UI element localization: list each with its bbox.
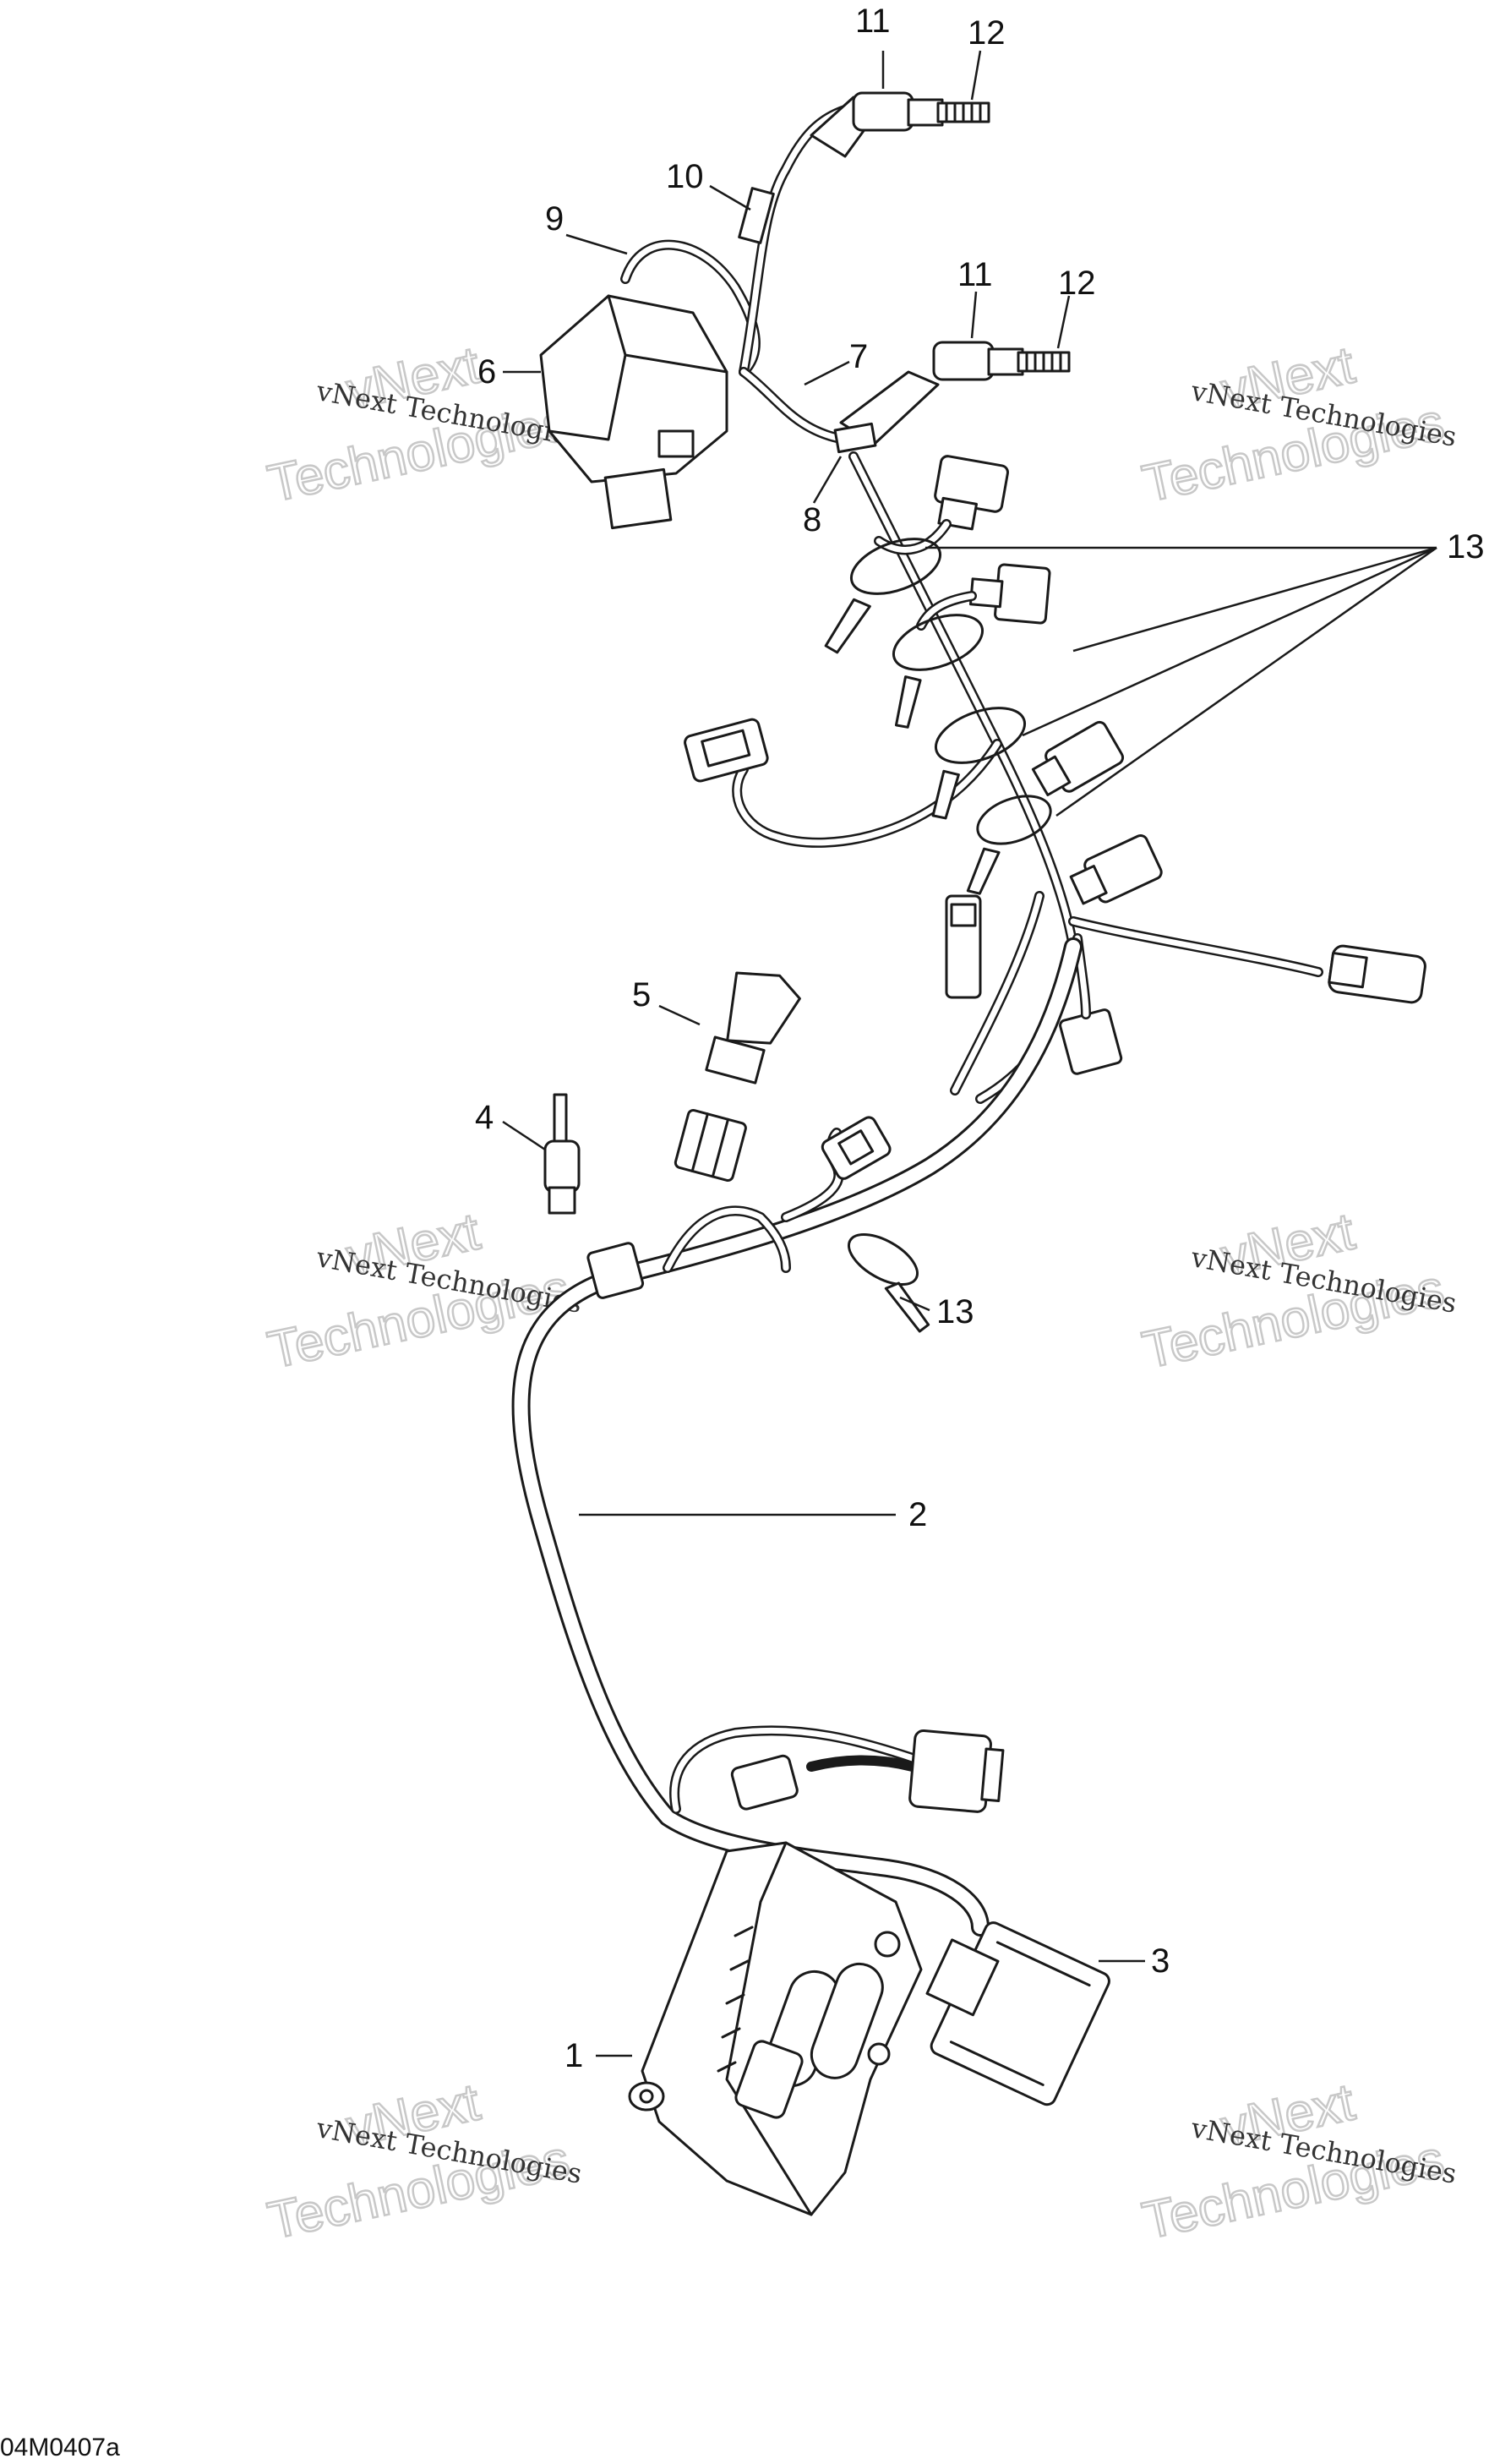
tie-strap xyxy=(892,614,984,729)
callout-leaders xyxy=(502,50,1437,2057)
watermark-bottom-right: vNext Technologies vNext Technologies xyxy=(1137,2072,1459,2252)
wire-sleeve-10 xyxy=(738,187,775,244)
callout-11-lower: 11 xyxy=(957,256,993,293)
callout-11-upper: 11 xyxy=(855,3,891,40)
watermark-top-right: vNext Technologies vNext Technologies xyxy=(1137,335,1459,515)
callout-12-lower: 12 xyxy=(1058,265,1096,302)
callout-6: 6 xyxy=(477,353,496,391)
sensor-connector-3 xyxy=(1031,720,1125,796)
ecm-module xyxy=(628,1841,923,2216)
sensor-item-5 xyxy=(674,971,801,1182)
watermark-mid-right: vNext Technologies vNext Technologies xyxy=(1137,1201,1459,1381)
diagram-code: 04M0407a xyxy=(0,2434,120,2461)
watermark-bottom-left: vNext Technologies vNext Technologies xyxy=(262,2072,584,2252)
sensor-connector-left xyxy=(684,718,769,783)
sensor-connector-mid-right xyxy=(1059,1008,1123,1075)
wire-sleeve-8 xyxy=(833,422,877,454)
sensor-connector-far-right xyxy=(1328,944,1426,1004)
callout-7: 7 xyxy=(849,338,868,375)
spark-plug-boot-b xyxy=(839,341,1071,445)
callout-3: 3 xyxy=(1151,1942,1170,1980)
harness-connector-lower-right xyxy=(908,1729,1005,1813)
callout-10: 10 xyxy=(666,158,704,195)
callout-5: 5 xyxy=(632,976,651,1013)
harness-connector-lower-left xyxy=(730,1754,799,1811)
tie-strap xyxy=(824,538,942,654)
sensor-item-4 xyxy=(543,1093,645,1299)
ecm-connector-3 xyxy=(925,1921,1110,2106)
callout-1: 1 xyxy=(565,2037,583,2074)
callout-9: 9 xyxy=(545,200,564,238)
spark-plug-boot-a xyxy=(810,91,990,158)
tie-straps-upper xyxy=(824,538,1052,895)
sensor-connector-4 xyxy=(1069,834,1163,905)
ignition-coil xyxy=(539,294,728,484)
callout-2: 2 xyxy=(908,1496,927,1533)
callout-12-upper: 12 xyxy=(968,14,1006,52)
callout-13-upper: 13 xyxy=(1447,528,1485,565)
main-harness xyxy=(511,937,1083,1937)
tie-strap-lower xyxy=(848,1233,930,1333)
sensor-connector-2 xyxy=(968,563,1051,625)
callout-labels: 11 12 10 9 11 12 6 7 8 13 5 4 13 2 3 1 xyxy=(475,3,1485,2074)
watermark-top-left: vNext Technologies vNext Technologies xyxy=(262,335,584,515)
callout-8: 8 xyxy=(803,501,821,538)
ignition-coil-assembly xyxy=(539,91,1071,530)
sensor-connector-mid xyxy=(945,894,982,999)
tie-strap xyxy=(966,795,1052,895)
callout-13-lower: 13 xyxy=(936,1293,974,1330)
harness-connector-mid xyxy=(821,1116,892,1180)
callout-4: 4 xyxy=(475,1099,494,1136)
coil-connector xyxy=(603,467,673,530)
tie-strap xyxy=(931,707,1027,820)
